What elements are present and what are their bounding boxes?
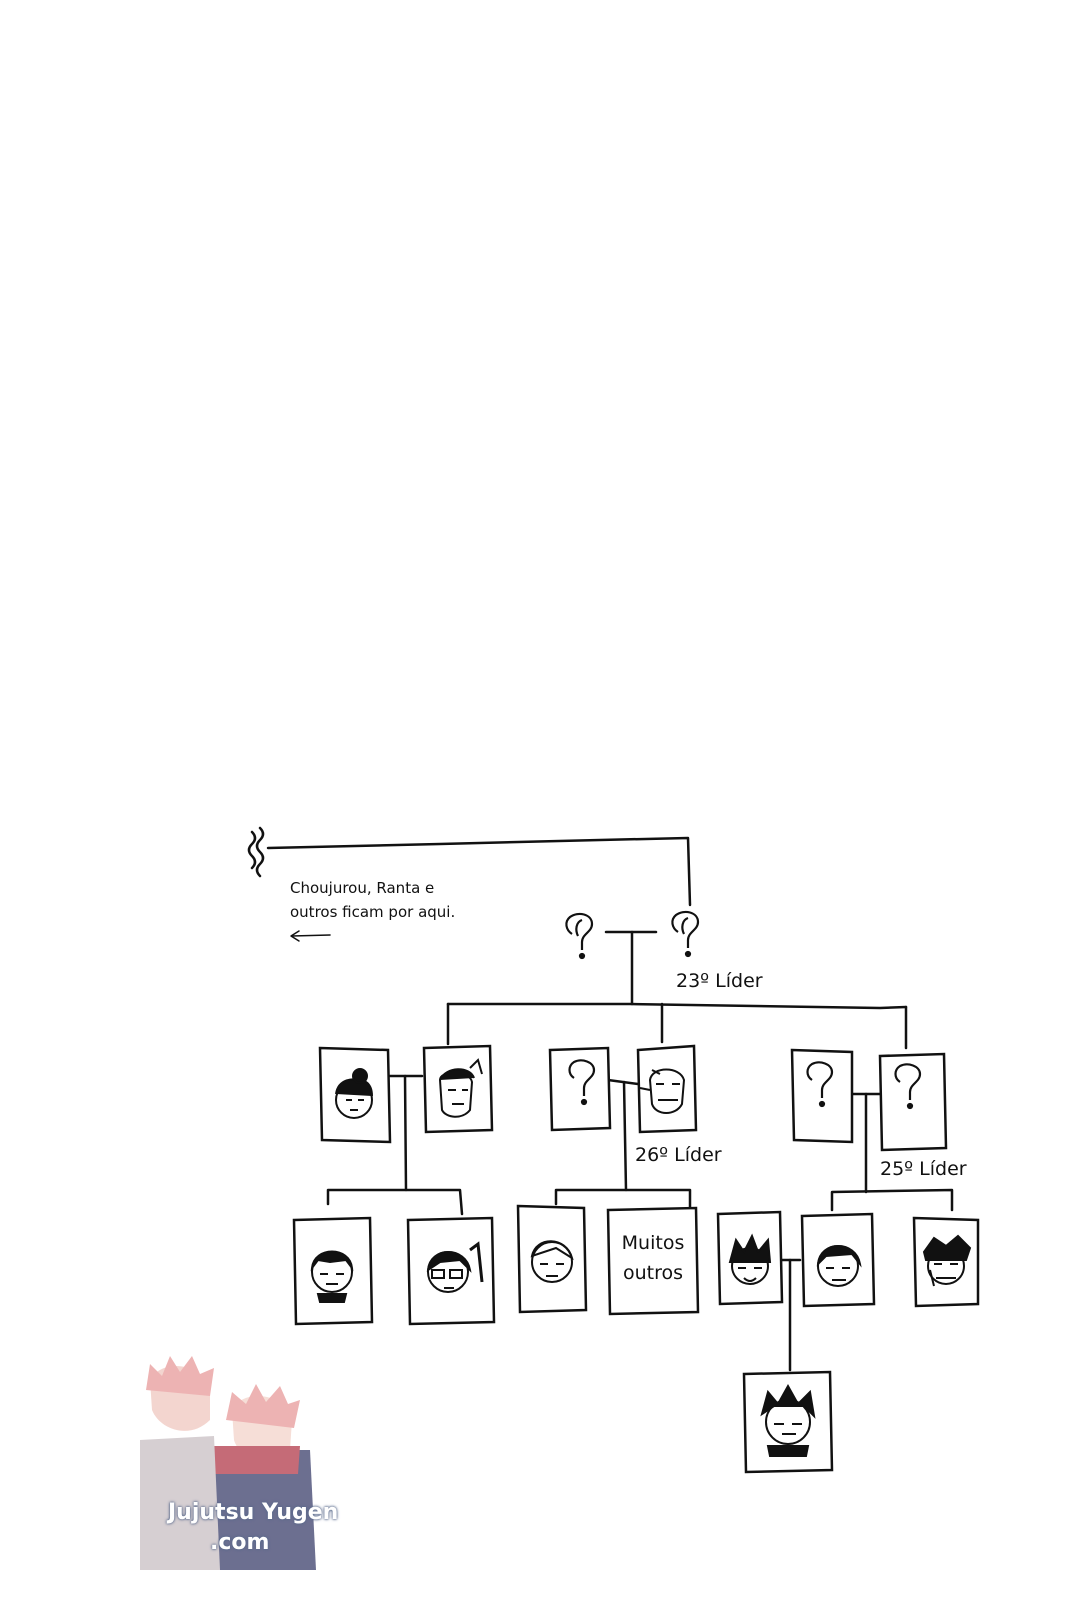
face-portrait-icon bbox=[530, 1240, 574, 1283]
leader-26-label: 26º Líder bbox=[635, 1144, 722, 1166]
others-box-text: Muitos outros bbox=[610, 1228, 696, 1288]
ancestor-line bbox=[266, 836, 692, 907]
face-portrait-icon bbox=[922, 1234, 972, 1287]
question-mark-icon bbox=[806, 1061, 834, 1108]
face-portrait-icon bbox=[816, 1245, 862, 1287]
note-line-2: outros ficam por aqui. bbox=[290, 903, 456, 921]
note-line-1: Choujurou, Ranta e bbox=[290, 879, 435, 897]
squiggle-icon bbox=[247, 826, 265, 878]
watermark-art bbox=[140, 1356, 316, 1570]
face-portrait-icon bbox=[438, 1058, 483, 1118]
leader-25-label: 25º Líder bbox=[880, 1158, 967, 1180]
face-portrait-icon bbox=[426, 1241, 484, 1293]
question-mark-icon bbox=[671, 910, 700, 958]
question-mark-icon bbox=[565, 912, 594, 960]
face-portrait-icon bbox=[335, 1068, 373, 1119]
face-portrait-icon bbox=[639, 1068, 686, 1114]
face-portrait-icon bbox=[728, 1233, 772, 1285]
others-line-1: Muitos bbox=[621, 1232, 685, 1254]
sibling-bar bbox=[446, 1002, 908, 1010]
watermark-line-1: Jujutsu Yugen bbox=[168, 1500, 339, 1525]
leader-23-label: 23º Líder bbox=[676, 970, 763, 992]
watermark-line-2: .com bbox=[210, 1530, 270, 1555]
question-mark-icon bbox=[568, 1059, 596, 1106]
others-box bbox=[606, 1206, 700, 1316]
left-arrow-icon bbox=[290, 930, 331, 942]
others-line-2: outros bbox=[622, 1262, 684, 1284]
question-mark-icon bbox=[894, 1063, 922, 1110]
face-portrait-icon bbox=[760, 1383, 816, 1457]
face-portrait-icon bbox=[310, 1250, 354, 1303]
unknown-box-1 bbox=[548, 1046, 612, 1132]
unknown-box-3 bbox=[878, 1052, 948, 1152]
